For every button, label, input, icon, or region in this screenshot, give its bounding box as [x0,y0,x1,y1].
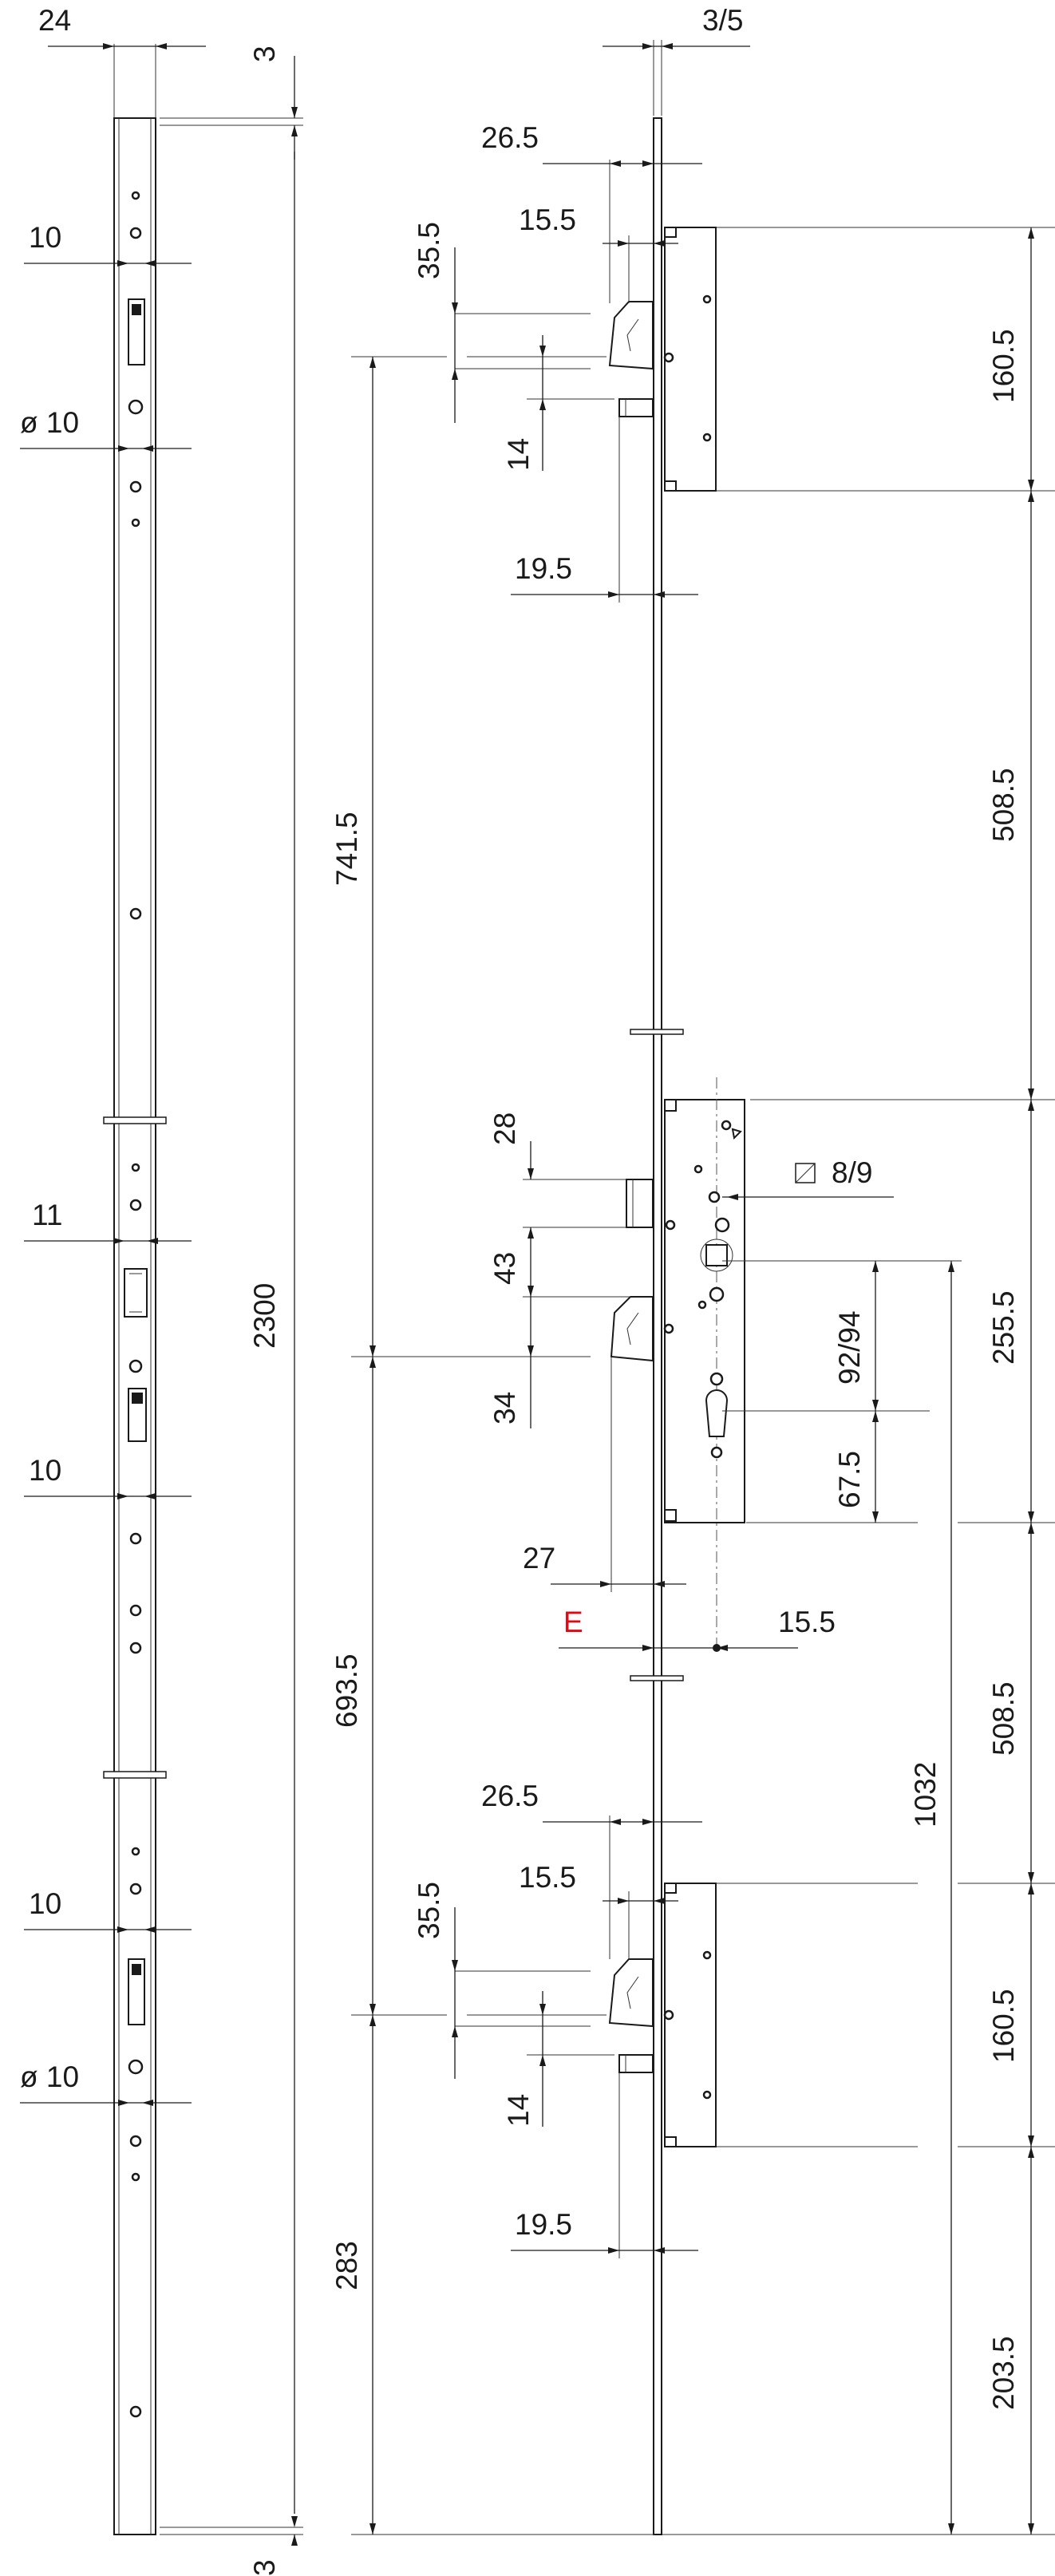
dim-bottom-hole: ø 10 [20,2060,79,2093]
screw-hole [131,191,140,200]
dim-middle-bolt-width: 10 [29,1454,61,1487]
dim-main-hook-proj: 27 [523,1542,555,1574]
dim-total-length: 2300 [248,1283,281,1349]
bolt-hole [128,2059,144,2075]
backset-label: E [563,1606,583,1638]
dim-main-to-bottom: 693.5 [330,1653,363,1728]
dim-top-hook-offset: 15.5 [519,203,576,236]
dim-spindle-to-cylinder: 92/94 [833,1310,866,1385]
dim-middle-keep-width: 11 [32,1199,62,1231]
dim-top-keep-width: 10 [29,221,61,254]
screw-hole [129,1604,142,1617]
dim-top-pin-height: 14 [502,438,535,471]
screw-hole [131,2172,140,2182]
dim-main-hook-height: 34 [488,1392,521,1424]
screw-hole [129,1532,142,1545]
dim-bottom-gap: 3 [248,2559,281,2576]
dim-bottom-housing: 160.5 [987,1989,1020,2063]
front-view [103,117,167,2535]
side-view-dimensions: 3/5 26.5 15.5 35.5 14 19.5 [330,4,1055,2535]
screw-hole [129,1199,142,1211]
faceplate [653,117,662,2535]
dim-top-housing: 160.5 [987,329,1020,403]
dim-top-hook-height: 35.5 [413,222,445,279]
screw-hole [129,1642,142,1654]
square-spindle [705,1244,728,1266]
top-hook-bolt [608,301,654,370]
dim-top-to-main: 741.5 [330,812,363,886]
dim-main-latch: 28 [488,1112,521,1145]
dim-bottom-pin-proj: 19.5 [515,2208,572,2241]
dim-cylinder-to-bottom: 67.5 [833,1451,866,1508]
screw-hole [129,2405,142,2418]
main-latch [626,1179,654,1228]
screw-hole [129,1883,142,1895]
dim-bottom-hook-offset: 15.5 [519,1861,576,1894]
dim-width-24: 24 [38,4,71,37]
side-view [608,117,745,2535]
dim-backset: 15.5 [778,1606,836,1638]
screw-hole [129,2135,142,2147]
dim-bottom-keep-width: 10 [29,1887,61,1920]
bolt-hole [128,399,144,415]
dim-bottom-pin-height: 14 [502,2094,535,2127]
dim-bottom-to-end: 283 [330,2241,363,2290]
hook-slot [128,1958,145,2025]
dim-top-gap: 3 [248,45,281,62]
dim-top-span: 508.5 [987,768,1020,842]
dim-bottom-hook-proj: 26.5 [481,1780,539,1812]
screw-hole [129,227,142,239]
dim-bottom-housing-to-end: 203.5 [987,2336,1020,2410]
main-hook-bolt [610,1296,654,1362]
bottom-hook-bolt [608,1958,654,2028]
screw-hole [129,907,142,920]
dim-main-spacing: 43 [488,1252,521,1285]
main-lock-case [664,1099,745,1523]
dim-spindle-to-end: 1032 [909,1762,942,1827]
dim-top-pin-proj: 19.5 [515,552,572,585]
dim-square-spindle: 8/9 [832,1156,872,1189]
bottom-pin-bolt [618,2054,654,2073]
hook-slot [128,298,145,365]
latch-slot [124,1268,148,1318]
screw-hole [129,480,142,493]
spindle-mark [128,1359,143,1373]
front-bar [113,117,156,2535]
dim-bottom-hook-height: 35.5 [413,1882,445,1939]
screw-hole [131,518,140,527]
front-view-dimensions: 24 3 2300 3 10 ø 10 11 [20,4,303,2576]
top-pin-bolt [618,398,654,417]
screw-hole [131,1163,140,1172]
screw-hole [131,1847,140,1856]
dim-top-hole: ø 10 [20,406,79,439]
dim-faceplate: 3/5 [702,4,743,37]
dim-main-housing: 255.5 [987,1290,1020,1365]
dim-top-hook-proj: 26.5 [481,121,539,154]
dim-bottom-span: 508.5 [987,1681,1020,1756]
cylinder-cutout [705,1389,729,1437]
